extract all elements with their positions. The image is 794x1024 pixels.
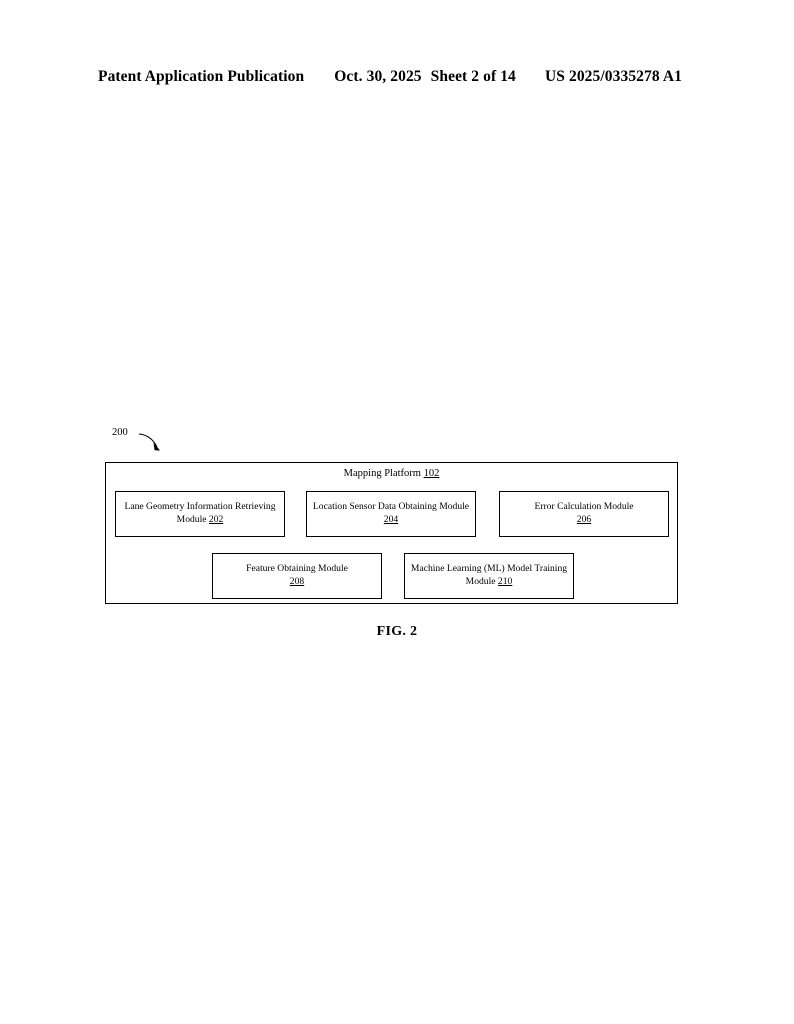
module-ref-id-208: 208: [289, 576, 305, 587]
header-date-label: Oct. 30, 2025: [334, 68, 422, 85]
module-ref-id-210: 210: [497, 576, 513, 587]
figure-reference-callout: 200: [112, 427, 174, 462]
module-label-204-line1: Location Sensor Data Obtaining Module: [312, 501, 470, 513]
page-header: Patent Application Publication Oct. 30, …: [98, 68, 682, 86]
mapping-platform-title-text: Mapping Platform: [343, 468, 421, 479]
module-box-ml-model-training: Machine Learning (ML) Model Training Mod…: [404, 553, 574, 599]
module-ref-id-206: 206: [576, 514, 592, 525]
module-label-210: Machine Learning (ML) Model Training Mod…: [410, 563, 568, 589]
module-box-error-calculation: Error Calculation Module 206: [499, 491, 669, 537]
module-label-208: Feature Obtaining Module 208: [218, 563, 376, 589]
module-box-lane-geometry-information-retrieving: Lane Geometry Information Retrieving Mod…: [115, 491, 285, 537]
module-label-206: Error Calculation Module 206: [505, 501, 663, 527]
module-label-208-line1: Feature Obtaining Module: [246, 563, 348, 575]
module-box-feature-obtaining: Feature Obtaining Module 208: [212, 553, 382, 599]
module-ref-id-202: 202: [208, 514, 224, 525]
module-label-210-line2-prefix: Module: [465, 576, 498, 587]
header-sheet-label: Sheet 2 of 14: [430, 68, 516, 85]
module-label-202: Lane Geometry Information Retrieving Mod…: [121, 501, 279, 527]
mapping-platform-ref-id: 102: [423, 468, 440, 479]
header-patent-number: US 2025/0335278 A1: [544, 68, 682, 85]
module-label-204: Location Sensor Data Obtaining Module 20…: [312, 501, 470, 527]
module-ref-id-204: 204: [383, 514, 399, 525]
header-publication-label: Patent Application Publication: [98, 68, 305, 85]
mapping-platform-title: Mapping Platform 102: [106, 468, 677, 481]
module-label-206-line1: Error Calculation Module: [534, 501, 634, 513]
curved-arrow-icon: [138, 433, 160, 451]
module-label-210-line1: Machine Learning (ML) Model Training: [410, 563, 568, 575]
figure-caption: FIG. 2: [376, 624, 418, 639]
module-box-location-sensor-data-obtaining: Location Sensor Data Obtaining Module 20…: [306, 491, 476, 537]
figure-reference-number: 200: [112, 427, 128, 438]
module-label-202-line2-prefix: Module: [176, 514, 209, 525]
mapping-platform-container: Mapping Platform 102 Lane Geometry Infor…: [105, 462, 678, 604]
module-label-202-line1: Lane Geometry Information Retrieving: [124, 501, 276, 513]
